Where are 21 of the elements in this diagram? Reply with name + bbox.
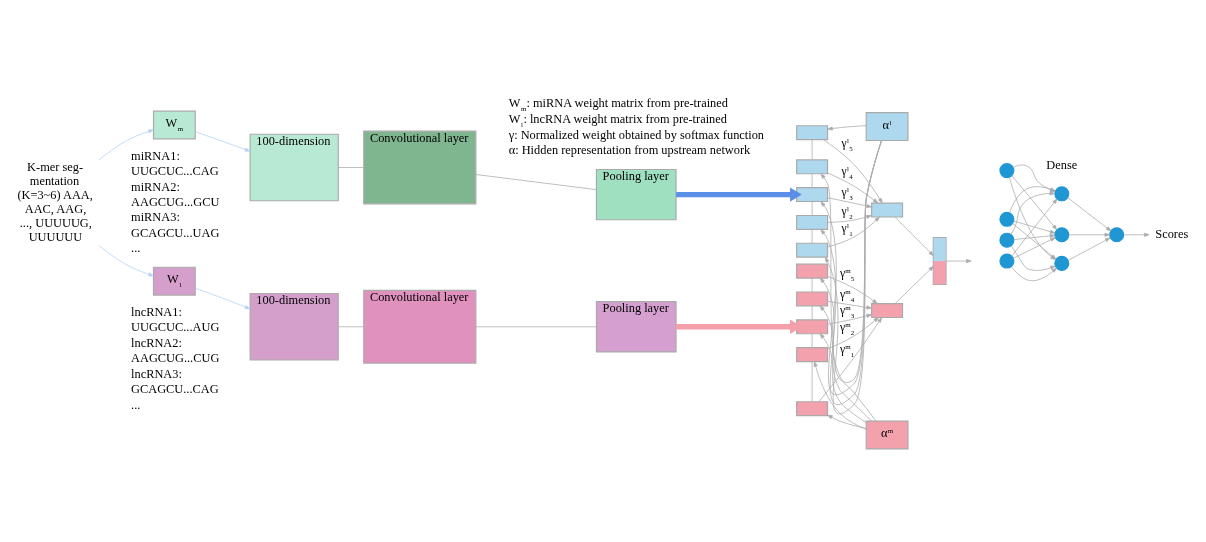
label: UUGCUC...CAG xyxy=(131,163,219,178)
label: AAGCUG...CUG xyxy=(131,350,220,365)
node-text: Scores xyxy=(1155,226,1189,241)
label: γ: Normalized weight obtained by softmax function xyxy=(508,127,765,142)
label: miRNA2: xyxy=(131,179,180,194)
label: GCAGCU...UAG xyxy=(131,225,220,240)
node-text: K-mer seg- mentation (K=3~6) AAA, AAC, AAG, ..., UUUUUG, UUUUUU xyxy=(17,159,93,244)
label: W$_{m}$: miRNA weight matrix from pre-trained xyxy=(508,95,728,113)
label: W$_{l}$: lncRNA weight matrix from pre-trained xyxy=(508,111,727,129)
label: miRNA3: xyxy=(131,209,180,224)
label: ... xyxy=(131,240,141,255)
label: α: Hidden representation from upstream network xyxy=(508,142,751,157)
label: AAGCUG...GCU xyxy=(131,194,220,209)
label: lncRNA3: xyxy=(131,366,182,381)
label: UUGCUC...AUG xyxy=(131,319,220,334)
label: lncRNA1: xyxy=(131,304,182,319)
label: ... xyxy=(131,397,141,412)
label: lncRNA2: xyxy=(131,335,182,350)
label: miRNA1: xyxy=(131,148,180,163)
label: Dense xyxy=(1046,157,1078,172)
label: GCAGCU...CAG xyxy=(131,381,219,396)
